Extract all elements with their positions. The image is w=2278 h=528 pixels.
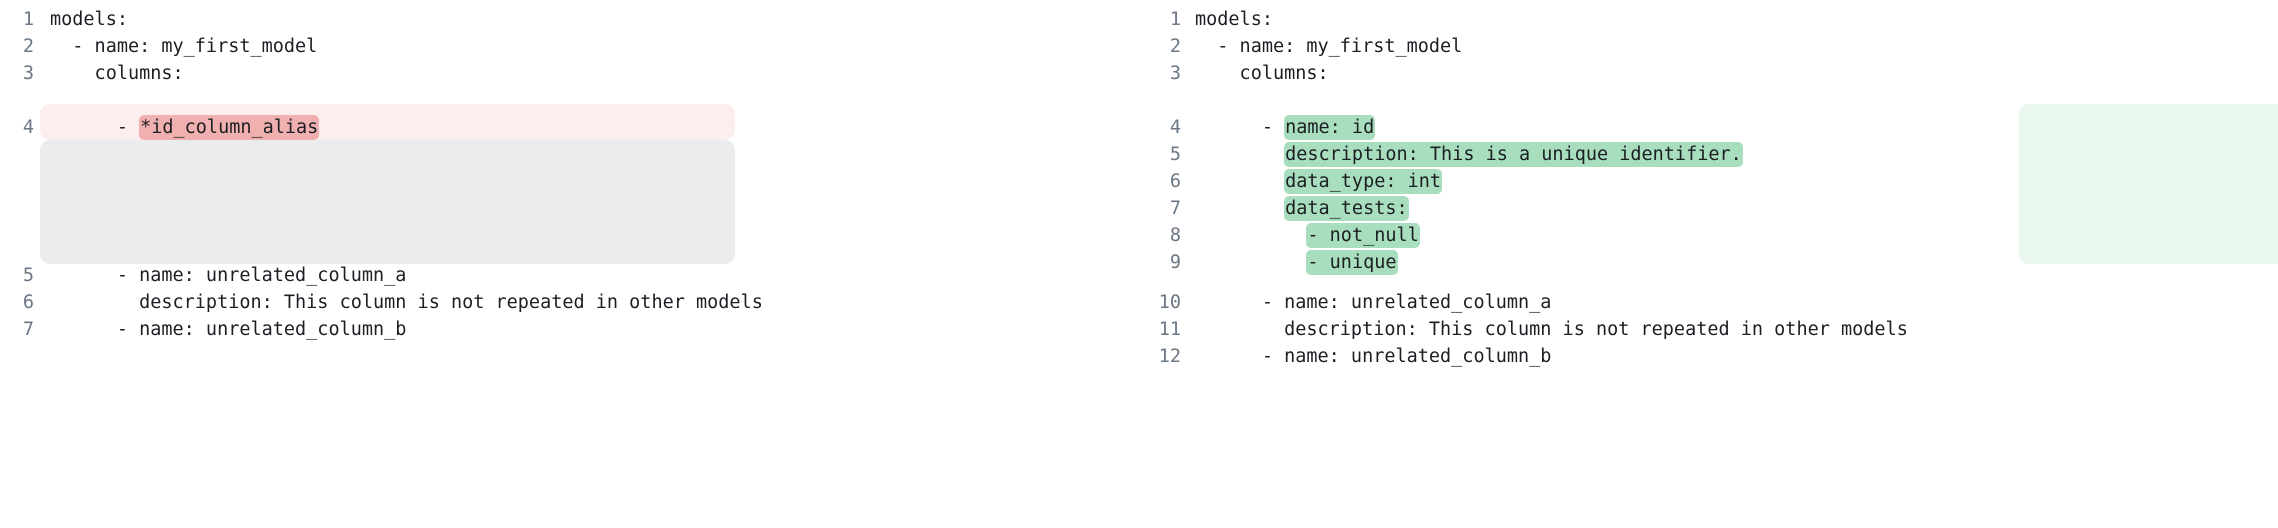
- line-content: description: This column is not repeated…: [1195, 319, 1908, 340]
- code-line[interactable]: 3 columns:: [0, 60, 1139, 87]
- code-line-added[interactable]: 7 data_tests:: [1139, 195, 2278, 222]
- line-content: - name: unrelated_column_a: [1195, 292, 1552, 313]
- line-number: 11: [1158, 319, 1181, 340]
- line-number: 4: [22, 117, 34, 138]
- code-line-removed[interactable]: 4 - *id_column_alias: [0, 114, 1139, 141]
- line-number: 5: [22, 265, 34, 286]
- added-token: data_type: int: [1284, 169, 1443, 194]
- code-line[interactable]: 1 models:: [1139, 6, 2278, 33]
- line-content: - unique: [1181, 249, 1398, 276]
- code-line-added[interactable]: 5 description: This is a unique identifi…: [1139, 141, 2278, 168]
- line-content: - name: unrelated_column_b: [50, 319, 407, 340]
- code-line[interactable]: 7 - name: unrelated_column_b: [0, 316, 1139, 343]
- layout-spacer: [1139, 276, 2278, 289]
- code-line[interactable]: 3 columns:: [1139, 60, 2278, 87]
- code-line[interactable]: 5 - name: unrelated_column_a: [0, 262, 1139, 289]
- line-number: 2: [1169, 36, 1181, 57]
- line-number: 7: [1169, 198, 1181, 219]
- line-content: description: This column is not repeated…: [50, 292, 763, 313]
- line-number: 7: [22, 319, 34, 340]
- line-number: 12: [1158, 346, 1181, 367]
- added-token: - not_null: [1306, 223, 1420, 248]
- line-number: 3: [1169, 63, 1181, 84]
- line-content: data_type: int: [1181, 168, 1443, 195]
- line-content: columns:: [50, 63, 184, 84]
- line-number: 9: [1169, 252, 1181, 273]
- code-line-added[interactable]: 4 - name: id: [1139, 114, 2278, 141]
- code-line[interactable]: 12 - name: unrelated_column_b: [1139, 343, 2278, 370]
- diff-pane-after: 1 models: 2 - name: my_first_model 3 col…: [1139, 0, 2278, 528]
- line-content: data_tests:: [1181, 195, 1409, 222]
- added-lines-background: [2019, 104, 2278, 264]
- code-line[interactable]: 6 description: This column is not repeat…: [0, 289, 1139, 316]
- line-number: 10: [1158, 292, 1181, 313]
- line-content: - name: id: [1195, 115, 1376, 140]
- line-number: 2: [22, 36, 34, 57]
- code-line[interactable]: 11 description: This column is not repea…: [1139, 316, 2278, 343]
- line-number: 8: [1169, 225, 1181, 246]
- line-number: 5: [1169, 144, 1181, 165]
- added-token: description: This is a unique identifier…: [1284, 142, 1743, 167]
- code-line-added[interactable]: 8 - not_null: [1139, 222, 2278, 249]
- added-token: data_tests:: [1284, 196, 1409, 221]
- line-number: 4: [1169, 117, 1181, 138]
- code-line-added[interactable]: 9 - unique: [1139, 249, 2278, 276]
- line-content: models:: [50, 9, 128, 30]
- added-token: - unique: [1306, 250, 1398, 275]
- line-content: models:: [1195, 9, 1273, 30]
- removed-token: *id_column_alias: [139, 115, 320, 140]
- line-number: 1: [1169, 9, 1181, 30]
- diff-pane-before: 1 models: 2 - name: my_first_model 3 col…: [0, 6, 1139, 343]
- line-content: description: This is a unique identifier…: [1181, 141, 1743, 168]
- line-content: - name: my_first_model: [1195, 36, 1463, 57]
- code-line[interactable]: 2 - name: my_first_model: [1139, 33, 2278, 60]
- line-number: 3: [22, 63, 34, 84]
- line-number: 6: [1169, 171, 1181, 192]
- line-number: 6: [22, 292, 34, 313]
- code-line-added[interactable]: 6 data_type: int: [1139, 168, 2278, 195]
- code-line[interactable]: 10 - name: unrelated_column_a: [1139, 289, 2278, 316]
- line-content: - not_null: [1181, 222, 1420, 249]
- line-content: - name: unrelated_column_a: [50, 265, 407, 286]
- line-content: - name: unrelated_column_b: [1195, 346, 1552, 367]
- diff-filler-block: [40, 140, 735, 264]
- line-content: - *id_column_alias: [50, 115, 320, 140]
- line-content: - name: my_first_model: [50, 36, 318, 57]
- line-number: 1: [22, 9, 34, 30]
- code-line[interactable]: 1 models:: [0, 6, 1139, 33]
- added-token: name: id: [1284, 115, 1376, 140]
- code-line[interactable]: 2 - name: my_first_model: [0, 33, 1139, 60]
- line-content: columns:: [1195, 63, 1329, 84]
